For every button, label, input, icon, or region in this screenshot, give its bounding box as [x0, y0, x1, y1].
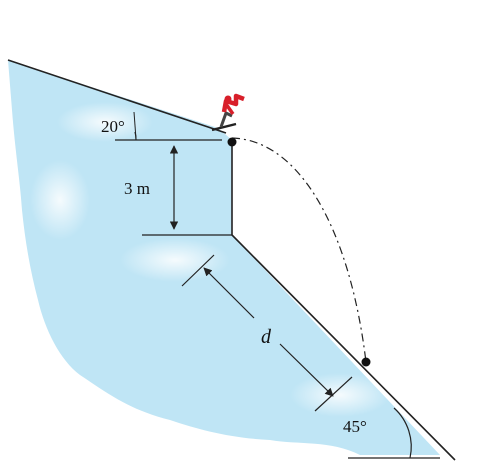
bottom-angle-label: 45°	[343, 417, 367, 436]
snow-highlight	[120, 238, 230, 282]
trajectory-path	[231, 137, 367, 363]
top-angle-label: 20°	[101, 117, 125, 136]
snow-highlight	[57, 102, 153, 142]
distance-extension-top	[181, 254, 215, 287]
top-angle-tick	[133, 111, 137, 140]
upper-slope-line	[7, 59, 227, 134]
distance-dimension-upper	[203, 267, 255, 319]
skier-icon	[211, 93, 245, 132]
landing-point	[361, 357, 371, 367]
bottom-angle-arc	[393, 407, 412, 459]
distance-label: d	[261, 326, 272, 348]
distance-dimension-lower	[279, 343, 334, 397]
drop-height-label: 3 m	[124, 179, 150, 198]
launch-point	[227, 137, 237, 147]
snow-highlight	[290, 373, 390, 417]
snow-highlight	[30, 160, 90, 240]
